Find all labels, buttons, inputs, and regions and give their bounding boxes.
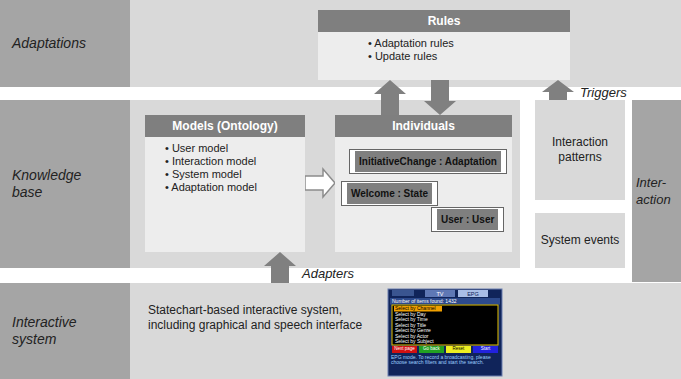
screen-button [419,346,444,353]
node-item: • System model [145,168,305,181]
node-heading: Rules [318,10,570,32]
screen-tab [458,290,488,297]
screen-button [392,346,417,353]
node-item: • Adaptation model [145,181,305,194]
node-heading: Welcome : State [347,183,432,204]
individuals-box: IndividualsInitiativeChange : Adaptation… [335,115,512,252]
screen-text: Next page [392,347,417,352]
node-item: • Adaptation rules [318,37,570,50]
interaction-box: System events [535,213,625,268]
block-arrow [542,80,574,100]
adaptations-panel [130,0,681,87]
screen-text: Reset [446,347,471,352]
hollow-arrow [305,169,335,197]
node-heading: Knowledge base [12,167,107,201]
screen-list [392,305,498,345]
node-item: • User model [145,142,305,155]
node-heading: Inter- action [636,174,678,208]
models-box: Models (Ontology) • User model• Interacti… [145,115,305,252]
screen-text: Go back [419,347,444,352]
node-heading: System events [541,233,620,248]
screen-text: Select by Subject [395,339,495,345]
individual-card: User : User [431,207,504,232]
block-arrow [264,252,296,283]
edge-label: Adapters [302,267,354,281]
node-heading: Adaptations [12,35,86,52]
system-panel [130,283,681,379]
layer-band: Knowledge base [0,100,130,268]
screen-text: Number of items found: 1432 [392,299,500,305]
individual-card: Welcome : State [341,181,438,206]
node-heading: InitiativeChange : Adaptation [355,151,501,172]
screen-text: EPG [458,291,488,297]
layer-band: Inter- action [632,100,681,282]
edge-label: Triggers [580,86,627,100]
knowledge-panel [130,100,520,268]
layer-band: Adaptations [0,0,130,87]
screen-text: EPG mode. To record a broadcasting, plea… [391,355,499,366]
block-arrow [374,80,406,115]
layer-band: Interactive system [0,283,130,379]
rules-box: Rules • Adaptation rules• Update rules [318,10,570,80]
screen-count-bar [390,298,500,305]
node-heading: Interactive system [12,314,107,348]
screenshot [388,289,502,376]
screen-text: Start [473,347,498,352]
individual-card: InitiativeChange : Adaptation [349,149,507,174]
interaction-box: Interaction patterns [535,100,625,200]
node-item: • Update rules [318,50,570,63]
screen-button [473,346,498,353]
screen-logo [392,290,414,296]
node-heading: Individuals [335,115,512,137]
node-heading: Statechart-based interactive system, inc… [148,303,363,333]
screen-button [446,346,471,353]
block-arrow [424,80,456,115]
screen-tab [425,290,455,297]
screen-frame [388,289,502,376]
node-heading: User : User [437,209,498,230]
node-item: • Interaction model [145,155,305,168]
node-heading: Interaction patterns [539,135,621,165]
screen-text: TV [425,291,455,297]
node-heading: Models (Ontology) [145,115,305,137]
